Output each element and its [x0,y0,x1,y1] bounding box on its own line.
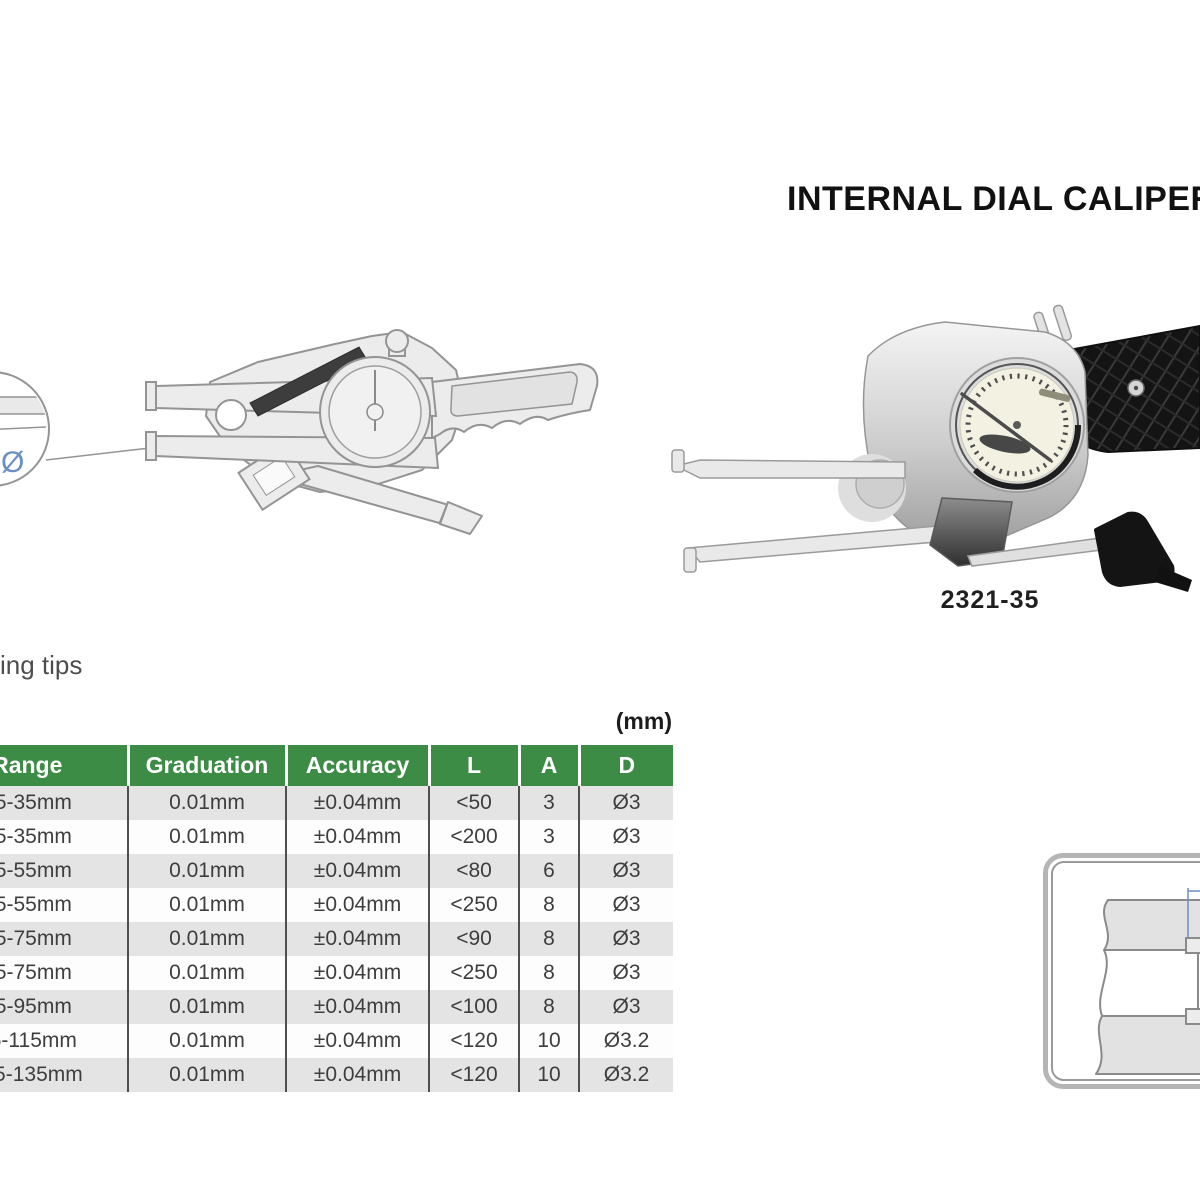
dial-face [949,357,1085,493]
spec-cell: ±0.04mm [285,854,429,888]
spec-cell: 8 [518,888,579,922]
spec-cell: <80 [428,854,519,888]
spec-cell: 10 [518,1058,579,1092]
spec-cell: <90 [428,922,519,956]
workpiece-section [1095,899,1200,1075]
spec-cell: 35-55mm [0,859,72,882]
col-header-accuracy: Accuracy [284,745,429,786]
spec-cell: 0.01mm [127,888,286,922]
dial-needle [960,392,1052,462]
spec-cell: ±0.04mm [285,1024,429,1058]
spec-cell: 55-75mm [0,927,72,950]
col-header-l: L [427,745,519,786]
measuring-tip-diagram [1051,861,1200,1081]
units-label: (mm) [615,708,672,734]
spec-cell: Ø3 [578,922,673,956]
spec-cell: 95-115mm [0,1029,77,1052]
measuring-jaws [671,449,961,573]
spec-cell: 0.01mm [127,956,286,990]
spec-cell: <120 [428,1024,519,1058]
spec-cell: 3 [518,820,579,854]
spec-cell: 6 [518,854,579,888]
spec-cell: Ø3 [578,888,673,922]
spec-cell: 10 [518,1024,579,1058]
spec-cell: 15-35mm [0,825,72,848]
handle-drawing [431,363,599,439]
col-header-range: Range [0,745,128,786]
spec-cell: Ø3.2 [578,1058,673,1092]
product-photo-caliper [671,304,1200,592]
spec-cell: 0.01mm [127,1024,286,1058]
spec-table-body: 15-35mm0.01mm±0.04mm<503Ø315-35mm0.01mm±… [0,786,673,1092]
spec-cell: Ø3.2 [578,1024,673,1058]
feature-note: ing tips [0,650,83,680]
header-row: Range Graduation Accuracy L A D [0,745,673,786]
spec-cell: <250 [428,888,519,922]
spec-cell: ±0.04mm [285,888,429,922]
spec-cell: Ø3 [578,854,673,888]
spec-cell: 0.01mm [127,1058,286,1092]
spec-cell: 8 [518,990,579,1024]
dial-logo-mark [979,434,1031,454]
spec-cell: ±0.04mm [285,956,429,990]
spec-table-header: Range Graduation Accuracy L A D [0,745,673,786]
dial-gauge-drawing [319,356,431,468]
release-lever [966,511,1192,592]
spec-cell: 8 [518,922,579,956]
pivot-hole-drawing [215,399,247,431]
spec-cell: Ø3 [578,990,673,1024]
detail-zoom-circle: Ø [0,371,50,487]
spec-cell: 0.01mm [127,990,286,1024]
dimension-line [1187,888,1200,938]
spec-cell: Ø3 [578,786,673,820]
caliper-line-drawing: Ø [0,329,599,535]
spec-cell: 35-55mm [0,893,72,916]
spec-cell: ±0.04mm [285,820,429,854]
spec-cell: 8 [518,956,579,990]
col-header-a: A [517,745,579,786]
spec-cell: Ø3 [578,956,673,990]
model-number: 2321-35 [940,586,1040,614]
spec-cell: ±0.04mm [285,990,429,1024]
spec-cell: 55-75mm [0,961,72,984]
col-header-graduation: Graduation [126,745,286,786]
spec-cell: ±0.04mm [285,1058,429,1092]
spec-cell: 0.01mm [127,786,286,820]
spec-table: Range Graduation Accuracy L A D 15-35mm 0… [0,745,673,1092]
spec-cell: <250 [428,956,519,990]
leader-line [45,447,151,461]
spec-cell: 0.01mm [127,820,286,854]
col-header-d: D [577,745,673,786]
bezel-arc [972,424,1082,490]
spec-cell: ±0.04mm [285,922,429,956]
diameter-annotation: Ø [1,446,24,479]
spec-cell: <200 [428,820,519,854]
dial-text-mark [1038,388,1071,402]
spec-cell: 3 [518,786,579,820]
spec-cell: ±0.04mm [285,786,429,820]
spec-cell: 0.01mm [127,854,286,888]
spec-cell: <120 [428,1058,519,1092]
spec-cell: 115-135mm [0,1063,83,1086]
spec-cell: <100 [428,990,519,1024]
measuring-tip-diagram-card [1043,853,1200,1089]
spec-cell: 75-95mm [0,995,72,1018]
spec-cell: 15-35mm [0,791,72,814]
top-knob-drawing [385,329,409,357]
spec-cell: Ø3 [578,820,673,854]
page-title: INTERNAL DIAL CALIPER [787,180,1200,218]
spec-cell: 0.01mm [127,922,286,956]
spec-cell: <50 [428,786,519,820]
measuring-tips [1185,937,1200,1025]
